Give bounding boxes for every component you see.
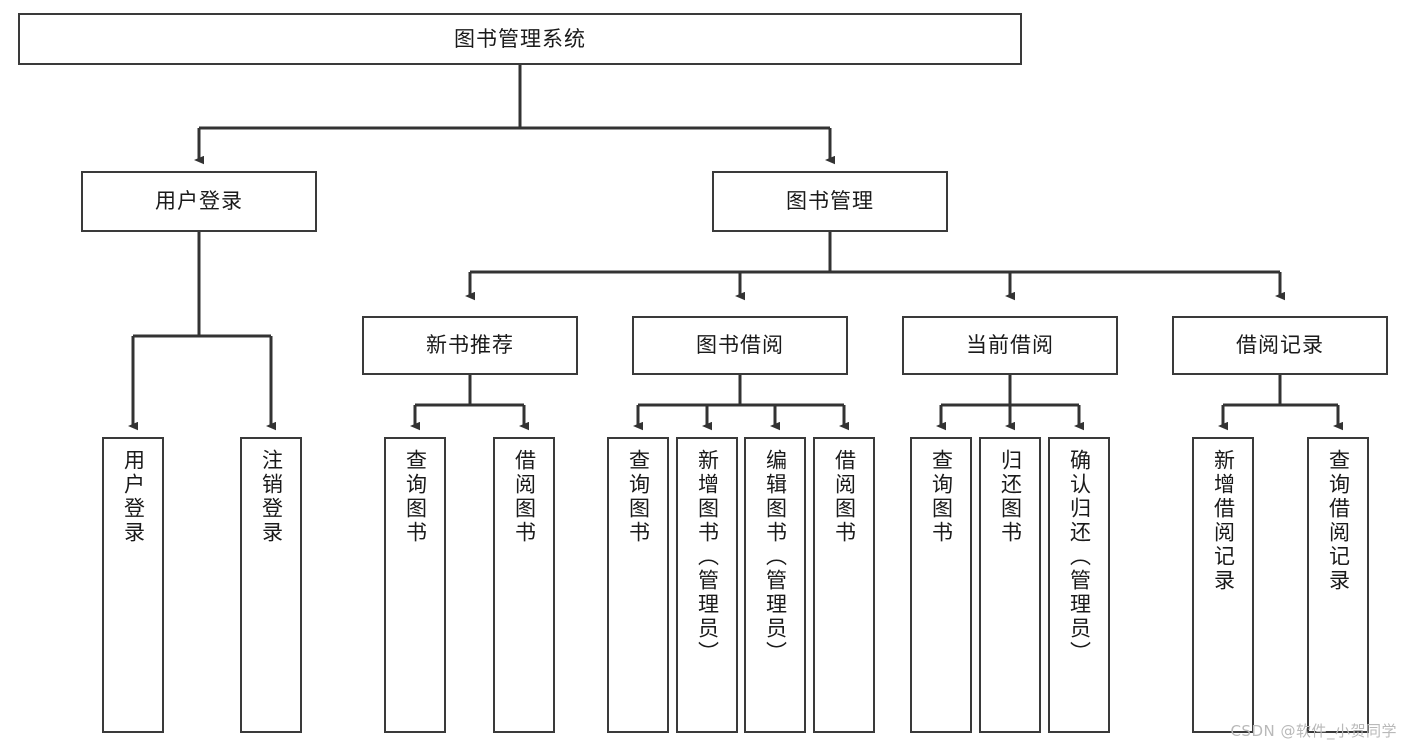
node-leaf-return-books[interactable]: 归还图书 — [979, 437, 1041, 733]
node-user-login[interactable]: 用户登录 — [81, 171, 317, 232]
node-leaf-edit-book-admin[interactable]: 编辑图书（管理员） — [744, 437, 806, 733]
node-label: 查询借阅记录 — [1326, 449, 1351, 593]
node-leaf-add-book-admin[interactable]: 新增图书（管理员） — [676, 437, 738, 733]
node-label: 用户登录 — [155, 189, 243, 214]
node-current-borrowing[interactable]: 当前借阅 — [902, 316, 1118, 375]
node-leaf-add-borrow-record[interactable]: 新增借阅记录 — [1192, 437, 1254, 733]
node-leaf-confirm-return-admin[interactable]: 确认归还（管理员） — [1048, 437, 1110, 733]
node-leaf-borrow-books[interactable]: 借阅图书 — [813, 437, 875, 733]
node-label: 图书管理 — [786, 189, 874, 214]
node-book-borrowing[interactable]: 图书借阅 — [632, 316, 848, 375]
node-leaf-query-books-current[interactable]: 查询图书 — [910, 437, 972, 733]
node-leaf-logout[interactable]: 注销登录 — [240, 437, 302, 733]
node-label: 新书推荐 — [426, 333, 514, 358]
node-leaf-query-books-borrow[interactable]: 查询图书 — [607, 437, 669, 733]
node-new-book-recommendation[interactable]: 新书推荐 — [362, 316, 578, 375]
node-label: 借阅图书 — [832, 449, 857, 545]
node-label: 查询图书 — [403, 449, 428, 545]
node-borrowing-record[interactable]: 借阅记录 — [1172, 316, 1388, 375]
node-book-management[interactable]: 图书管理 — [712, 171, 948, 232]
node-label: 编辑图书（管理员） — [763, 449, 788, 665]
node-root-book-management-system[interactable]: 图书管理系统 — [18, 13, 1022, 65]
node-label: 借阅记录 — [1236, 333, 1324, 358]
watermark: CSDN @软件_小贺同学 — [1230, 722, 1397, 740]
node-label: 确认归还（管理员） — [1067, 449, 1092, 665]
node-label: 归还图书 — [998, 449, 1023, 545]
node-leaf-query-borrow-record[interactable]: 查询借阅记录 — [1307, 437, 1369, 733]
node-label: 新增图书（管理员） — [695, 449, 720, 665]
node-label: 查询图书 — [929, 449, 954, 545]
node-label: 当前借阅 — [966, 333, 1054, 358]
node-label: 用户登录 — [121, 449, 146, 545]
node-label: 借阅图书 — [512, 449, 537, 545]
node-leaf-query-books-recommend[interactable]: 查询图书 — [384, 437, 446, 733]
node-leaf-borrow-books-recommend[interactable]: 借阅图书 — [493, 437, 555, 733]
node-label: 图书借阅 — [696, 333, 784, 358]
node-leaf-user-login[interactable]: 用户登录 — [102, 437, 164, 733]
node-label: 查询图书 — [626, 449, 651, 545]
node-label: 新增借阅记录 — [1211, 449, 1236, 593]
node-label: 注销登录 — [259, 449, 284, 545]
node-label: 图书管理系统 — [454, 26, 586, 51]
